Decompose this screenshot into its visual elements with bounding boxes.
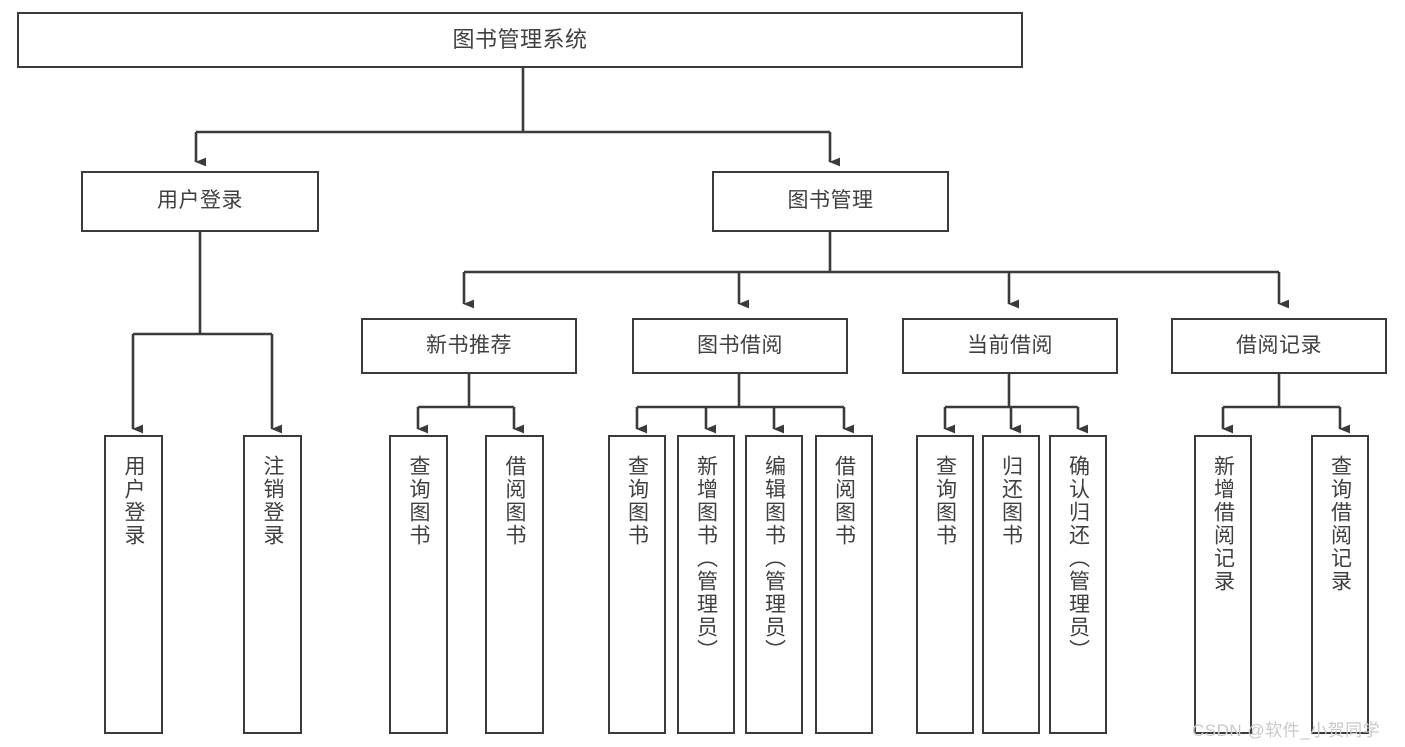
node-label: 借阅记录 [1236, 333, 1322, 357]
node-label: 查询图书 [933, 455, 957, 547]
node-current-borrow[interactable]: 当前借阅 [902, 318, 1118, 374]
node-leaf-query-book-3[interactable]: 查询图书 [916, 435, 974, 734]
node-label: 用户登录 [122, 455, 145, 547]
node-label: 新增图书（管理员） [694, 455, 718, 662]
csdn-watermark: CSDN @软件_小贺同学 [1192, 721, 1381, 740]
node-borrow-record[interactable]: 借阅记录 [1171, 318, 1387, 374]
node-leaf-confirm-return[interactable]: 确认归还（管理员） [1049, 435, 1107, 734]
node-label: 图书管理 [787, 189, 874, 213]
node-label: 借阅图书 [503, 455, 526, 547]
node-label: 查询图书 [625, 455, 649, 547]
node-label: 查询图书 [407, 455, 430, 547]
node-root-book-management-system[interactable]: 图书管理系统 [17, 12, 1023, 68]
node-label: 注销登录 [261, 455, 284, 547]
node-leaf-add-book[interactable]: 新增图书（管理员） [677, 435, 735, 734]
node-label: 图书借阅 [697, 333, 783, 357]
node-leaf-query-book-1[interactable]: 查询图书 [389, 435, 448, 734]
node-leaf-borrow-book-1[interactable]: 借阅图书 [485, 435, 544, 734]
node-label: 归还图书 [999, 455, 1023, 547]
node-book-management[interactable]: 图书管理 [712, 171, 949, 232]
node-leaf-borrow-book-2[interactable]: 借阅图书 [815, 435, 873, 734]
node-label: 新书推荐 [426, 333, 512, 357]
node-user-login[interactable]: 用户登录 [81, 171, 319, 232]
node-leaf-add-record[interactable]: 新增借阅记录 [1194, 435, 1252, 734]
node-label: 编辑图书（管理员） [762, 455, 786, 662]
node-leaf-user-logout[interactable]: 注销登录 [243, 435, 302, 734]
node-leaf-edit-book[interactable]: 编辑图书（管理员） [745, 435, 803, 734]
node-leaf-query-book-2[interactable]: 查询图书 [608, 435, 666, 734]
node-leaf-query-record[interactable]: 查询借阅记录 [1311, 435, 1369, 734]
node-leaf-return-book[interactable]: 归还图书 [982, 435, 1040, 734]
node-new-book-recommend[interactable]: 新书推荐 [361, 318, 577, 374]
node-label: 借阅图书 [832, 455, 856, 547]
node-label: 用户登录 [157, 189, 243, 213]
node-book-borrow[interactable]: 图书借阅 [632, 318, 848, 374]
node-label: 查询借阅记录 [1328, 455, 1352, 593]
node-label: 当前借阅 [967, 333, 1053, 357]
node-leaf-user-login[interactable]: 用户登录 [104, 435, 163, 734]
node-label: 新增借阅记录 [1211, 455, 1235, 593]
node-label: 图书管理系统 [452, 27, 588, 53]
node-label: 确认归还（管理员） [1066, 455, 1090, 662]
